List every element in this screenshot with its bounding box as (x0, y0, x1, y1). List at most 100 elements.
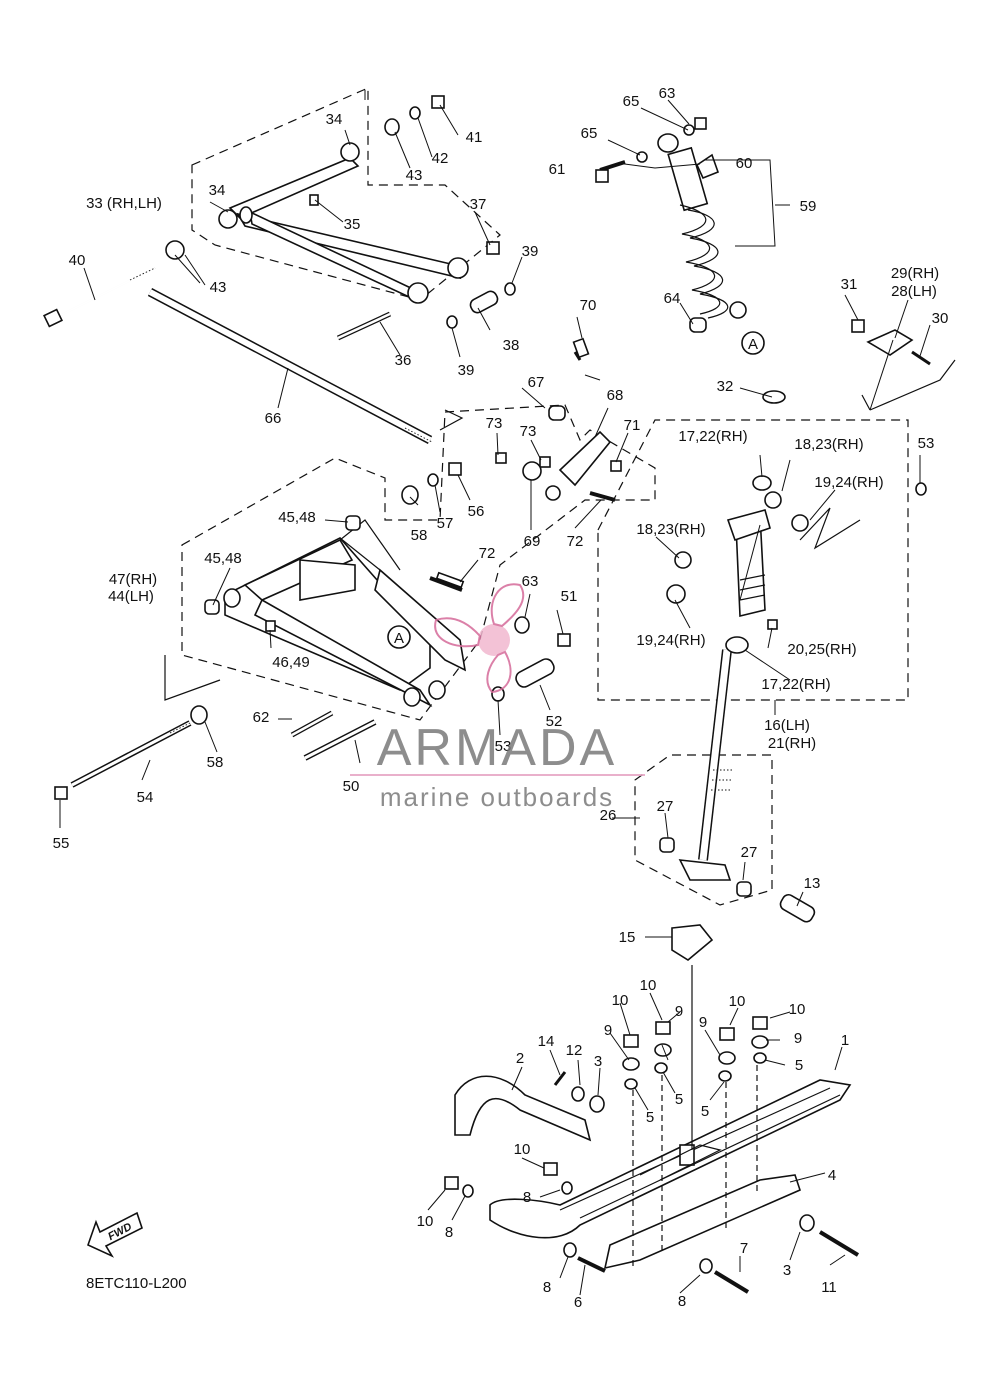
callout-57: 57 (437, 515, 454, 532)
callout-73: 73 (520, 423, 537, 440)
callout-5: 5 (646, 1109, 654, 1126)
watermark: ARMADA marine outboards (350, 583, 645, 812)
callout-72: 72 (479, 545, 496, 562)
lower-a-arm (223, 519, 467, 708)
callout-8: 8 (678, 1293, 686, 1310)
callout-10: 10 (640, 977, 657, 994)
callout-19-24: 19,24(RH) (636, 632, 705, 649)
callout-5: 5 (795, 1057, 803, 1074)
svg-text:marine outboards: marine outboards (380, 782, 614, 812)
callout-47: 47(RH) (109, 571, 157, 588)
callout-10: 10 (417, 1213, 434, 1230)
callout-65: 65 (581, 125, 598, 142)
callout-56: 56 (468, 503, 485, 520)
callout-45-48: 45,48 (278, 509, 316, 526)
callout-43: 43 (406, 167, 423, 184)
callout-17-22: 17,22(RH) (678, 428, 747, 445)
upper-a-arm (218, 142, 469, 304)
callout-42: 42 (432, 150, 449, 167)
callout-3: 3 (594, 1053, 602, 1070)
shock-absorber (657, 133, 747, 319)
group-outlines (164, 87, 956, 906)
callout-68: 68 (607, 387, 624, 404)
callout-29: 29(RH) (891, 265, 939, 282)
callout-34: 34 (326, 111, 343, 128)
callout-31: 31 (841, 276, 858, 293)
callout-9: 9 (604, 1022, 612, 1039)
callout-35: 35 (344, 216, 361, 233)
callout-40: 40 (69, 252, 86, 269)
callout-7: 7 (740, 1240, 748, 1257)
callout-36: 36 (395, 352, 412, 369)
callout-8: 8 (523, 1189, 531, 1206)
callout-26: 26 (600, 807, 617, 824)
callout-4: 4 (828, 1167, 836, 1184)
callout-20-25: 20,25(RH) (787, 641, 856, 658)
callout-33: 33 (RH,LH) (86, 195, 162, 212)
callout-9: 9 (794, 1030, 802, 1047)
callout-10: 10 (514, 1141, 531, 1158)
ski-assembly (454, 1075, 852, 1270)
callout-70: 70 (580, 297, 597, 314)
svg-text:A: A (394, 630, 404, 647)
callout-10: 10 (789, 1001, 806, 1018)
callout-2: 2 (516, 1050, 524, 1067)
callout-18-23: 18,23(RH) (636, 521, 705, 538)
callout-58: 58 (207, 754, 224, 771)
callout-6: 6 (574, 1294, 582, 1311)
callout-27: 27 (657, 798, 674, 815)
callout-5: 5 (675, 1091, 683, 1108)
callout-3: 3 (783, 1262, 791, 1279)
callout-38: 38 (503, 337, 520, 354)
callout-10: 10 (729, 993, 746, 1010)
callout-14: 14 (538, 1033, 555, 1050)
callout-41: 41 (466, 129, 483, 146)
callout-63: 63 (659, 85, 676, 102)
callout-12: 12 (566, 1042, 583, 1059)
callout-71: 71 (624, 417, 641, 434)
callout-62: 62 (253, 709, 270, 726)
callout-63: 63 (522, 573, 539, 590)
callout-54: 54 (137, 789, 154, 806)
callout-51: 51 (561, 588, 578, 605)
callout-17-22: 17,22(RH) (761, 676, 830, 693)
leader-lines (59, 90, 931, 1296)
callout-60: 60 (736, 155, 753, 172)
callout-53: 53 (918, 435, 935, 452)
callout-69: 69 (524, 533, 541, 550)
propeller-logo-icon (434, 583, 525, 694)
callout-37: 37 (470, 196, 487, 213)
callout-43: 43 (210, 279, 227, 296)
callout-34: 34 (209, 182, 226, 199)
callout-53: 53 (495, 738, 512, 755)
callout-66: 66 (265, 410, 282, 427)
diagram-code: 8ETC110-L200 (86, 1275, 187, 1292)
callout-5: 5 (701, 1103, 709, 1120)
steering-spindle (671, 509, 771, 961)
small-hardware (54, 95, 931, 1294)
reference-marker-a-lower: A (387, 625, 411, 649)
callout-11: 11 (821, 1279, 837, 1296)
svg-text:A: A (748, 336, 758, 353)
callout-labels: 1 2 3 3 4 5 5 5 5 6 7 8 8 8 8 9 9 9 9 10… (53, 85, 949, 1311)
callout-18-23: 18,23(RH) (794, 436, 863, 453)
callout-28: 28(LH) (891, 283, 937, 300)
callout-9: 9 (675, 1003, 683, 1020)
callout-65: 65 (623, 93, 640, 110)
callout-16: 16(LH) (764, 717, 810, 734)
callout-39: 39 (458, 362, 475, 379)
callout-44: 44(LH) (108, 588, 154, 605)
callout-59: 59 (800, 198, 817, 215)
reference-marker-a-top: A (741, 331, 765, 355)
callout-21: 21(RH) (768, 735, 816, 752)
svg-text:ARMADA: ARMADA (377, 719, 617, 777)
callout-52: 52 (546, 713, 563, 730)
callout-15: 15 (619, 929, 636, 946)
callout-45-48: 45,48 (204, 550, 242, 567)
callout-30: 30 (932, 310, 949, 327)
callout-19-24: 19,24(RH) (814, 474, 883, 491)
callout-72: 72 (567, 533, 584, 550)
callout-58: 58 (411, 527, 428, 544)
callout-8: 8 (445, 1224, 453, 1241)
callout-50: 50 (343, 778, 360, 795)
